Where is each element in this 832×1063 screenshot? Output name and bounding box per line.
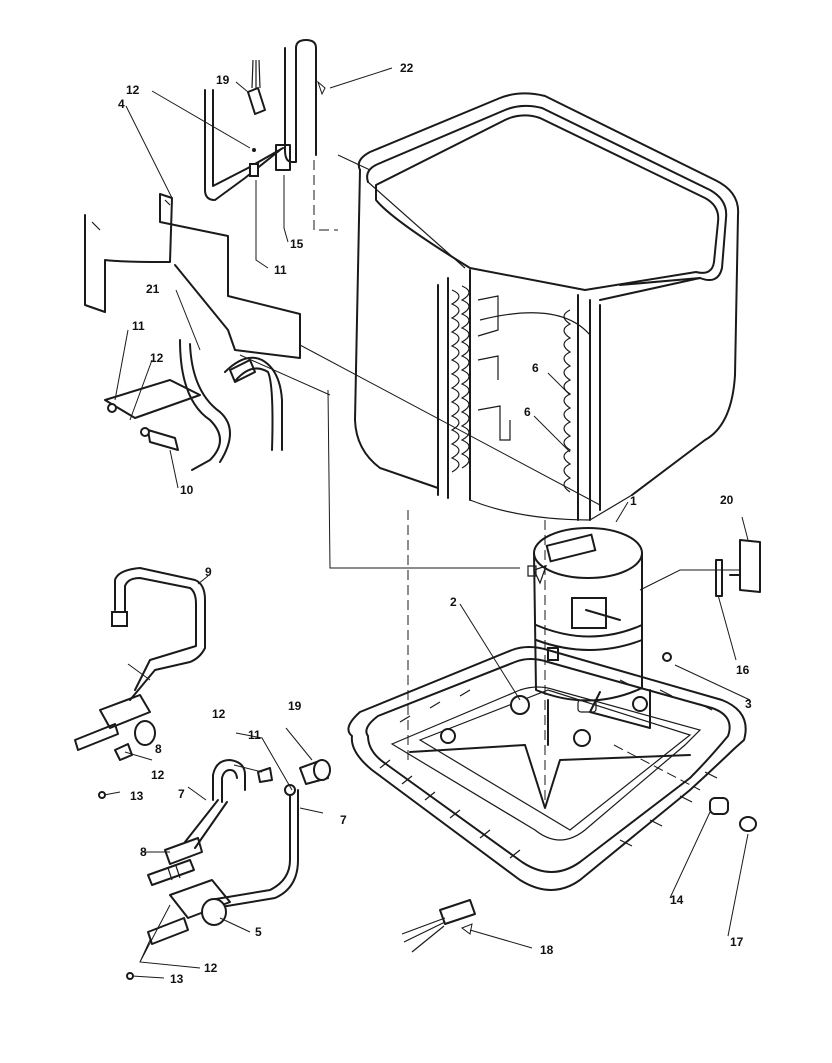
callout-6b: 6 (524, 405, 531, 419)
suction-line-assembly (74, 567, 206, 799)
callout-5: 5 (255, 925, 262, 939)
callout-15: 15 (290, 237, 304, 251)
callout-12a: 12 (126, 83, 140, 97)
callout-9: 9 (205, 565, 212, 579)
callout-7b: 7 (340, 813, 347, 827)
callout-6a: 6 (532, 361, 539, 375)
compressor (527, 527, 672, 729)
callout-14: 14 (670, 893, 684, 907)
callout-2: 2 (450, 595, 457, 609)
callout-8b: 8 (140, 845, 147, 859)
condenser-cabinet (354, 92, 740, 521)
callout-21: 21 (146, 282, 160, 296)
panel-and-tube (84, 193, 301, 471)
callout-3: 3 (745, 697, 752, 711)
callout-1: 1 (630, 494, 637, 508)
liquid-line-assembly (126, 759, 331, 980)
callout-11b: 11 (132, 319, 145, 333)
callout-12d: 12 (151, 768, 165, 782)
callout-labels: 1 2 3 4 5 6 6 7 7 8 8 9 10 11 11 11 12 1… (118, 61, 752, 986)
callout-18: 18 (540, 943, 554, 957)
callout-12c: 12 (212, 707, 226, 721)
callout-13a: 13 (130, 789, 144, 803)
callout-8a: 8 (155, 742, 162, 756)
upper-piping (204, 39, 317, 201)
leader-lines (103, 67, 751, 979)
callout-4: 4 (118, 97, 125, 111)
callout-20: 20 (720, 493, 734, 507)
callout-22: 22 (400, 61, 414, 75)
callout-13b: 13 (170, 972, 184, 986)
callout-19b: 19 (288, 699, 302, 713)
callout-17: 17 (730, 935, 744, 949)
base-pan (347, 646, 747, 891)
callout-12b: 12 (150, 351, 164, 365)
callout-7a: 7 (178, 787, 185, 801)
callout-12e: 12 (204, 961, 218, 975)
callout-11c: 11 (248, 728, 261, 742)
small-parts (401, 539, 761, 953)
callout-11a: 11 (274, 263, 287, 277)
assembly-lines (239, 154, 740, 800)
callout-10: 10 (180, 483, 194, 497)
callout-16: 16 (736, 663, 750, 677)
callout-19a: 19 (216, 73, 230, 87)
